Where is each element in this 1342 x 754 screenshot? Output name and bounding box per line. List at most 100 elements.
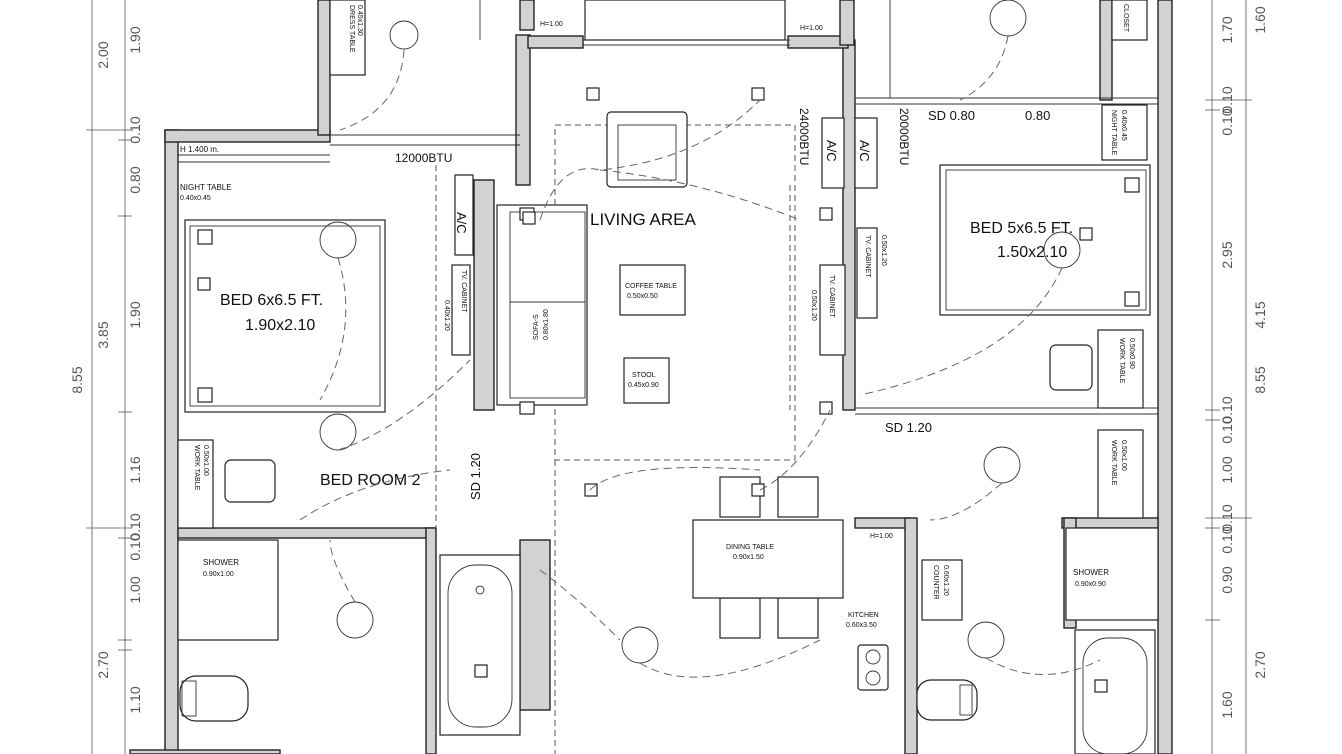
dining-table-size: 0.90x1.50 [733, 554, 764, 561]
tv-cabinet-left-size: 0.40x1.20 [443, 300, 450, 331]
dim-right-inner-6: 1.00 [1219, 456, 1235, 483]
work-table-left-label: WORK TABLE [193, 445, 200, 491]
stool-size: 0.45x0.90 [628, 382, 659, 389]
dim-right-inner-5: 0.10 [1219, 416, 1235, 443]
dress-table-label: DRESS TABLE [348, 5, 355, 53]
shower-right-size: 0.90x0.90 [1075, 581, 1106, 588]
sofa-size: 0.80x1.80 [543, 309, 550, 340]
closet [1111, 0, 1148, 41]
toilet-left [179, 675, 249, 722]
ac-mid-label: A/C [824, 140, 839, 162]
night-table-right [1101, 104, 1148, 161]
dim-right-inner-7: 0.10 [1219, 504, 1235, 531]
dim-right-inner-1: 0.10 [1219, 86, 1235, 113]
tv-cabinet-right-size: 0.50x1.20 [880, 235, 887, 266]
work-table-right-top-label: WORK TABLE [1118, 338, 1125, 384]
sofa [496, 204, 588, 415]
dim-right-inner-0: 1.70 [1219, 16, 1235, 43]
tv-cabinet-right-label: TV. CABINET [864, 235, 871, 278]
work-table-left-size: 0.50x1.00 [202, 445, 209, 476]
coffee-table [619, 264, 686, 316]
dim-right-inner-10: 1.60 [1219, 691, 1235, 718]
toilet-right [916, 679, 978, 721]
night-table-left-size: 0.40x0.45 [180, 195, 211, 202]
door-h-100-a: H=1.00 [540, 21, 563, 28]
tv-cabinet-mid [819, 264, 846, 356]
tv-cabinet-left-label: TV. CABINET [460, 270, 467, 313]
shower-left-label: SHOWER [203, 558, 239, 567]
shower-right-label: SHOWER [1073, 568, 1109, 577]
door-h-1400: H 1.400 m. [180, 145, 219, 154]
chair-right [1049, 344, 1093, 391]
bed-left-title: BED 6x6.5 FT. [220, 292, 323, 309]
bed-right-size: 1.50x2.10 [997, 244, 1067, 261]
dining-table [692, 519, 844, 599]
dim-left-inner-1: 0.10 [127, 116, 143, 143]
bed-room-2-label: BED ROOM 2 [320, 472, 421, 489]
door-sd-080-b: 0.80 [1025, 108, 1050, 123]
door-h-100-c: H=1.00 [870, 533, 893, 540]
ac-left-unit [454, 174, 474, 256]
dim-right-inner-8: 0.10 [1219, 526, 1235, 553]
dim-left-mid: 3.85 [95, 321, 111, 348]
tv-cabinet-right [856, 227, 878, 319]
work-table-left [177, 439, 214, 529]
dim-left-inner-6: 0.10 [127, 533, 143, 560]
work-table-right-bottom-size: 0.50x1.00 [1120, 440, 1127, 471]
coffee-table-size: 0.50x0.50 [627, 293, 658, 300]
stool [623, 357, 670, 404]
armchair [606, 111, 688, 188]
bed-right [939, 164, 1151, 316]
dim-right-inner-2: 0.10 [1219, 108, 1235, 135]
ac-right-unit [854, 117, 878, 189]
bed-left-size: 1.90x2.10 [245, 317, 315, 334]
door-sd-080-a: SD 0.80 [928, 108, 975, 123]
shower-right [1065, 527, 1159, 621]
night-table-right-size: 0.40x0.45 [1120, 110, 1127, 141]
work-table-right-top [1097, 329, 1144, 409]
dim-right-total: 8.55 [1252, 366, 1268, 393]
tv-cabinet-mid-size: 0.50x1.20 [810, 290, 817, 321]
shower-left [177, 539, 279, 641]
counter [921, 559, 963, 621]
kitchen-size: 0.60x3.50 [846, 622, 877, 629]
ac-right-btu: 20000BTU [897, 108, 911, 165]
dim-left-inner-4: 1.16 [127, 456, 143, 483]
dim-right-inner-3: 2.95 [1219, 241, 1235, 268]
chair-left [224, 459, 276, 503]
stool-label: STOOL [632, 372, 656, 379]
sink [857, 644, 889, 691]
work-table-right-bottom-label: WORK TABLE [1110, 440, 1117, 486]
dim-left-inner-7: 1.00 [127, 576, 143, 603]
door-sd-120-left: SD 1.20 [468, 453, 483, 500]
ac-mid-btu: 24000BTU [797, 108, 811, 165]
dim-right-top: 1.60 [1252, 6, 1268, 33]
counter-label: COUNTER [932, 565, 939, 600]
shower-left-size: 0.90x1.00 [203, 571, 234, 578]
dim-right-mid: 4.15 [1252, 301, 1268, 328]
night-table-left-label: NIGHT TABLE [180, 183, 232, 192]
bed-right-title: BED 5x6.5 FT. [970, 220, 1073, 237]
counter-size: 0.60x1.20 [942, 565, 949, 596]
dining-chairs [719, 476, 819, 639]
dress-table [329, 0, 366, 76]
dim-right-inner-9: 0.90 [1219, 566, 1235, 593]
dining-table-label: DINING TABLE [726, 544, 774, 551]
dress-table-size: 0.45x1.30 [356, 5, 363, 36]
closet-label: CLOSET [1122, 4, 1129, 33]
work-table-right-bottom [1097, 429, 1144, 519]
dim-left-bottom: 2.70 [95, 651, 111, 678]
dim-right-inner-4: 0.10 [1219, 396, 1235, 423]
ac-right-label: A/C [857, 140, 872, 162]
tv-cabinet-left [451, 264, 471, 356]
work-table-right-top-size: 0.50x0.90 [1128, 338, 1135, 369]
door-h-100-b: H=1.00 [800, 25, 823, 32]
door-sd-120-right: SD 1.20 [885, 420, 932, 435]
dim-left-top: 2.00 [95, 41, 111, 68]
sofa-label: SOFA-S [533, 314, 540, 340]
dim-left-inner-8: 1.10 [127, 686, 143, 713]
dim-left-total: 8.55 [69, 366, 85, 393]
night-table-right-label: NIGHT TABLE [1110, 110, 1117, 155]
bathtub-left [439, 554, 521, 736]
